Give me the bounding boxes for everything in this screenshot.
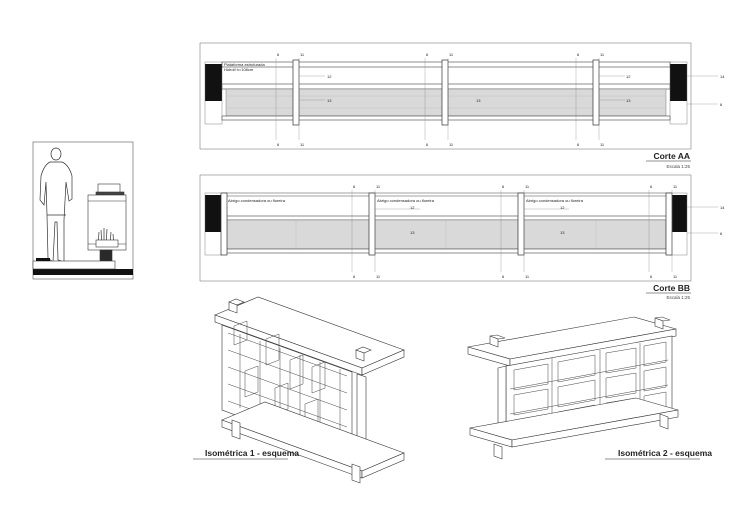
side-elevation <box>32 141 134 280</box>
wall-right <box>670 64 687 101</box>
section-aa-note-1: Plataforma estruturada <box>224 62 265 67</box>
human-figure <box>39 147 73 263</box>
section-bb-scale: Escala 1:25 <box>666 295 690 300</box>
dim-label: 11 <box>300 142 305 147</box>
dim-label: 14 <box>720 205 725 210</box>
dim-label: 13 <box>626 98 631 103</box>
dim-label: 6 <box>720 102 723 107</box>
dim-label: 11 <box>300 52 305 57</box>
dim-label: 11 <box>376 184 381 189</box>
bench-elevation <box>87 183 127 272</box>
section-aa-note-2: Hidrolf h=108cm <box>224 67 254 72</box>
dim-label: 12 <box>410 205 415 210</box>
wall-left <box>205 64 222 101</box>
dim-label: 11 <box>673 184 678 189</box>
dim-label: 6 <box>353 274 356 279</box>
dim-label: 12 <box>327 74 332 79</box>
dim-label: 12 <box>560 205 565 210</box>
dim-label: 11 <box>449 52 454 57</box>
section-aa-scale: Escala 1:25 <box>666 164 690 169</box>
dim-label: 6 <box>650 184 653 189</box>
dim-label: 6 <box>277 142 280 147</box>
dim-label: 13 <box>410 230 415 235</box>
section-bb-note: Abrigo condensadora ou floreira <box>228 198 286 203</box>
dim-label: 6 <box>720 231 723 236</box>
section-aa: Plataforma estruturada Hidrolf h=108cm 6… <box>199 42 725 169</box>
isometric-1-title: Isométrica 1 - esquema <box>205 448 299 458</box>
floor-slab <box>33 269 133 275</box>
dim-label: 6 <box>650 274 653 279</box>
dim-label: 11 <box>673 274 678 279</box>
dim-label: 13 <box>327 98 332 103</box>
dim-label: 13 <box>476 98 481 103</box>
section-bb-note: Abrigo condensadora ou floreira <box>377 198 435 203</box>
dim-label: 6 <box>426 142 429 147</box>
dim-label: 6 <box>353 184 356 189</box>
section-bb: Abrigo condensadora ou floreira Abrigo c… <box>199 174 725 300</box>
section-bb-title: Corte BB <box>653 283 690 293</box>
dim-label: 6 <box>577 142 580 147</box>
isometric-2-title: Isométrica 2 - esquema <box>618 448 712 458</box>
wall-left <box>205 195 222 232</box>
dim-label: 6 <box>502 184 505 189</box>
dim-label: 11 <box>600 142 605 147</box>
section-bb-note: Abrigo condensadora ou floreira <box>526 198 584 203</box>
dim-label: 11 <box>525 274 530 279</box>
isometric-2-drawing <box>467 316 679 460</box>
dim-label: 13 <box>560 230 565 235</box>
dim-label: 11 <box>525 184 530 189</box>
dim-label: 6 <box>502 274 505 279</box>
dim-label: 11 <box>600 52 605 57</box>
section-aa-frame <box>199 42 692 150</box>
dim-label: 6 <box>577 52 580 57</box>
dim-label: 12 <box>626 74 631 79</box>
isometric-1-drawing <box>214 296 405 484</box>
elevation-frame <box>32 141 134 280</box>
dim-label: 6 <box>426 52 429 57</box>
dim-label: 11 <box>376 274 381 279</box>
section-bb-frame <box>199 174 692 282</box>
section-aa-title: Corte AA <box>653 151 690 161</box>
dim-label: 6 <box>277 52 280 57</box>
wall-right <box>670 195 687 232</box>
dim-label: 11 <box>449 142 454 147</box>
dim-label: 14 <box>720 74 725 79</box>
